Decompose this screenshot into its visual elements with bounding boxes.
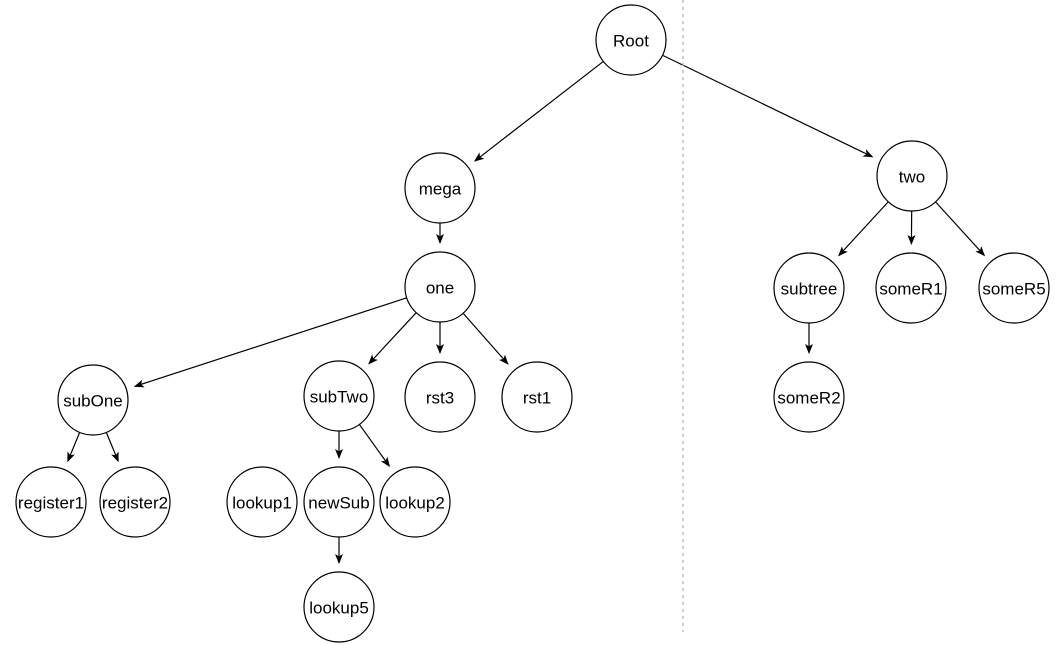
edge-one-to-rst1 xyxy=(462,312,509,365)
edge-root-to-mega xyxy=(473,60,604,162)
node-label-rst3: rst3 xyxy=(426,389,454,408)
node-someR5[interactable]: someR5 xyxy=(978,252,1050,324)
node-lookup2[interactable]: lookup2 xyxy=(379,466,451,538)
edge-subTwo-to-lookup2 xyxy=(358,424,390,468)
node-label-subtree: subtree xyxy=(781,280,838,299)
node-shape-register1[interactable] xyxy=(15,466,87,538)
node-label-lookup5: lookup5 xyxy=(309,599,369,618)
node-rst1[interactable]: rst1 xyxy=(501,361,573,433)
node-label-root: Root xyxy=(613,32,649,51)
node-shape-lookup5[interactable] xyxy=(303,571,375,643)
node-lookup5[interactable]: lookup5 xyxy=(303,571,375,643)
node-label-subOne: subOne xyxy=(63,392,123,411)
edge-one-to-subOne xyxy=(133,297,407,388)
node-shape-rst1[interactable] xyxy=(501,361,573,433)
node-shape-subOne[interactable] xyxy=(57,364,129,436)
node-someR2[interactable]: someR2 xyxy=(773,361,845,433)
node-shape-lookup1[interactable] xyxy=(226,466,298,538)
edge-one-to-subTwo xyxy=(368,312,417,365)
node-shape-someR2[interactable] xyxy=(773,361,845,433)
edges-layer xyxy=(67,54,986,564)
edge-subOne-to-register1 xyxy=(67,432,81,463)
node-label-register1: register1 xyxy=(18,494,84,513)
node-label-someR2: someR2 xyxy=(777,389,840,408)
node-shape-root[interactable] xyxy=(595,4,667,76)
node-label-subTwo: subTwo xyxy=(310,388,369,407)
node-shape-register2[interactable] xyxy=(99,466,171,538)
node-shape-subtree[interactable] xyxy=(773,252,845,324)
node-register1[interactable]: register1 xyxy=(15,466,87,538)
node-subTwo[interactable]: subTwo xyxy=(303,360,375,432)
node-shape-subTwo[interactable] xyxy=(303,360,375,432)
node-label-lookup1: lookup1 xyxy=(232,494,292,513)
node-shape-two[interactable] xyxy=(876,140,948,212)
node-subOne[interactable]: subOne xyxy=(57,364,129,436)
node-root[interactable]: Root xyxy=(595,4,667,76)
node-label-one: one xyxy=(426,279,454,298)
nodes-layer: Root mega one subOne subTwo rst3 rst1 register1… xyxy=(15,4,1050,643)
node-label-mega: mega xyxy=(419,180,462,199)
node-shape-lookup2[interactable] xyxy=(379,466,451,538)
node-shape-rst3[interactable] xyxy=(404,361,476,433)
node-shape-someR1[interactable] xyxy=(875,252,947,324)
node-shape-someR5[interactable] xyxy=(978,252,1050,324)
node-newSub[interactable]: newSub xyxy=(303,466,375,538)
node-mega[interactable]: mega xyxy=(404,152,476,224)
node-shape-one[interactable] xyxy=(404,251,476,323)
node-label-rst1: rst1 xyxy=(523,389,551,408)
node-label-someR1: someR1 xyxy=(879,280,942,299)
node-lookup1[interactable]: lookup1 xyxy=(226,466,298,538)
node-label-newSub: newSub xyxy=(308,494,369,513)
node-two[interactable]: two xyxy=(876,140,948,212)
node-label-lookup2: lookup2 xyxy=(385,494,445,513)
node-shape-newSub[interactable] xyxy=(303,466,375,538)
edge-root-to-two xyxy=(662,54,874,158)
node-label-register2: register2 xyxy=(102,494,168,513)
node-shape-mega[interactable] xyxy=(404,152,476,224)
node-one[interactable]: one xyxy=(404,251,476,323)
edge-subOne-to-register2 xyxy=(105,432,119,463)
node-subtree[interactable]: subtree xyxy=(773,252,845,324)
node-register2[interactable]: register2 xyxy=(99,466,171,538)
node-rst3[interactable]: rst3 xyxy=(404,361,476,433)
node-label-two: two xyxy=(899,168,925,187)
node-label-someR5: someR5 xyxy=(982,280,1045,299)
edge-two-to-someR5 xyxy=(935,201,986,257)
node-someR1[interactable]: someR1 xyxy=(875,252,947,324)
edge-two-to-subtree xyxy=(838,201,889,257)
